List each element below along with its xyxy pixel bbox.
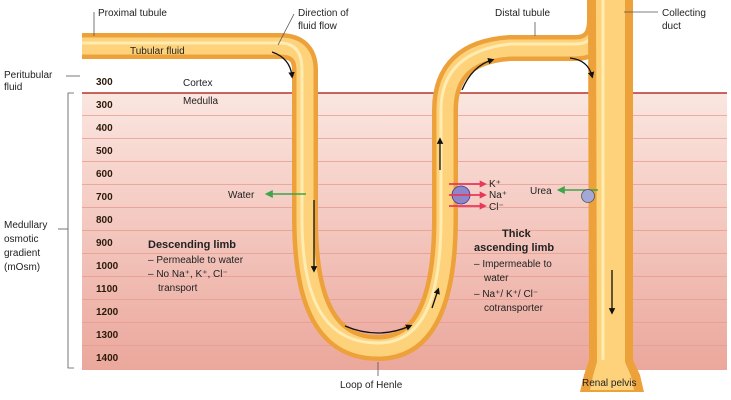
- descending-limb-line2: – No Na⁺, K⁺, Cl⁻: [148, 269, 228, 280]
- ascending-limb-title2: ascending limb: [474, 242, 554, 254]
- flow-arrow-ascending-low: [431, 287, 440, 309]
- flow-arrow-loop: [344, 324, 413, 334]
- gradient-bracket: [67, 92, 74, 369]
- osmolarity-tick-1: 300: [96, 100, 113, 111]
- descending-limb-line1: – Permeable to water: [148, 255, 244, 266]
- tubular-fluid-label: Tubular fluid: [130, 46, 185, 57]
- proximal-tubule-label: Proximal tubule: [98, 8, 167, 19]
- gradient-label-line3: gradient: [4, 248, 40, 259]
- distal-tubule-label: Distal tubule: [495, 8, 550, 19]
- peritubular-label-line1: Peritubular: [4, 70, 53, 81]
- ascending-limb-line3: – Na⁺/ K⁺/ Cl⁻: [474, 289, 538, 300]
- osmolarity-tick-2: 400: [96, 123, 113, 134]
- collecting-duct-label-line2: duct: [662, 21, 681, 32]
- loop-of-henle-label: Loop of Henle: [340, 380, 403, 391]
- nephron-tubule: [82, 0, 613, 361]
- flow-arrow-proximal: [271, 51, 295, 79]
- urea-channel-icon: [581, 189, 595, 203]
- descending-limb-title: Descending limb: [148, 239, 236, 251]
- water-label: Water: [228, 190, 255, 201]
- osmolarity-scale: 300 300 400 500 600 700 800 900 1000 1100 1200 1300…: [96, 77, 119, 364]
- osmolarity-tick-3: 500: [96, 146, 113, 157]
- na-ion-label: Na⁺: [489, 190, 507, 201]
- descending-limb-line3: transport: [158, 283, 198, 294]
- medulla-label: Medulla: [183, 96, 218, 107]
- ascending-limb-line2: water: [483, 273, 509, 284]
- osmolarity-tick-6: 800: [96, 215, 113, 226]
- flow-arrow-collecting-top: [569, 57, 595, 79]
- osmolarity-tick-10: 1200: [96, 307, 119, 318]
- cl-ion-label: Cl⁻: [489, 202, 504, 213]
- direction-label-line1: Direction of: [298, 8, 349, 19]
- k-ion-label: K⁺: [489, 179, 501, 190]
- osmolarity-tick-4: 600: [96, 169, 113, 180]
- osmolarity-tick-8: 1000: [96, 261, 119, 272]
- osmolarity-tick-0: 300: [96, 77, 113, 88]
- direction-leader: [277, 13, 295, 46]
- ascending-limb-title1: Thick: [502, 228, 532, 240]
- collecting-duct-inner: [590, 0, 634, 390]
- osmolarity-tick-11: 1300: [96, 330, 119, 341]
- collecting-duct-label-line1: Collecting: [662, 8, 706, 19]
- gradient-label-line4: (mOsm): [4, 262, 40, 273]
- gradient-label-line1: Medullary: [4, 220, 47, 231]
- gradient-label-line2: osmotic: [4, 234, 38, 245]
- flow-arrow-distal: [461, 58, 495, 91]
- collecting-duct: [580, 0, 644, 392]
- tubule-inner: [82, 0, 609, 357]
- osmolarity-tick-9: 1100: [96, 284, 118, 295]
- peritubular-label-line2: fluid: [4, 82, 22, 93]
- flow-arrows: [271, 51, 616, 334]
- cortex-label: Cortex: [183, 78, 212, 89]
- urea-label: Urea: [530, 186, 552, 197]
- renal-pelvis-label: Renal pelvis: [582, 378, 636, 389]
- osmolarity-tick-5: 700: [96, 192, 113, 203]
- osmolarity-tick-12: 1400: [96, 353, 119, 364]
- osmolarity-tick-7: 900: [96, 238, 113, 249]
- ascending-limb-line1: – Impermeable to: [474, 259, 552, 270]
- ascending-limb-line4: cotransporter: [484, 303, 544, 314]
- tubule-highlight: [82, 0, 599, 345]
- direction-label-line2: fluid flow: [298, 21, 338, 32]
